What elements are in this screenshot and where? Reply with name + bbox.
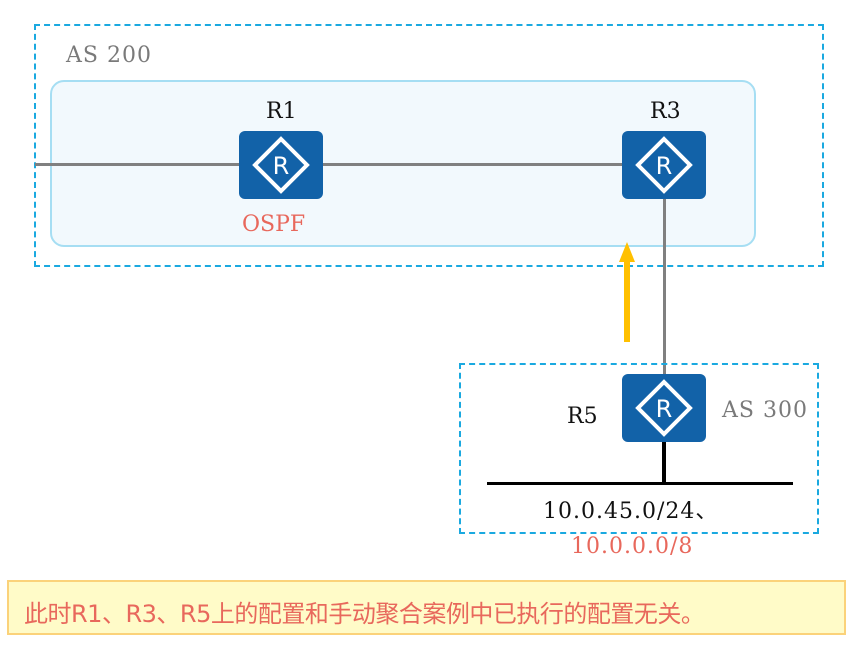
router-icon: R	[635, 136, 693, 194]
as200-label: AS 200	[66, 43, 152, 68]
r3-label: R3	[650, 99, 681, 124]
as200-boundary	[34, 24, 824, 267]
router-icon: R	[252, 136, 310, 194]
router-r5[interactable]: R	[622, 374, 706, 442]
router-icon: R	[635, 379, 693, 437]
svg-text:R: R	[273, 152, 290, 180]
router-r3[interactable]: R	[622, 131, 706, 199]
ospf-label: OSPF	[242, 212, 306, 237]
svg-text:R: R	[656, 395, 673, 423]
r1-label: R1	[266, 99, 297, 124]
svg-text:R: R	[656, 152, 673, 180]
link-r3-r5	[663, 199, 666, 377]
as300-label: AS 300	[722, 398, 808, 423]
lan-segment	[487, 482, 793, 485]
note-box: 此时R1、R3、R5上的配置和手动聚合案例中已执行的配置无关。	[7, 580, 846, 635]
note-text: 此时R1、R3、R5上的配置和手动聚合案例中已执行的配置无关。	[24, 600, 705, 628]
lan-network-label: 10.0.45.0/24、	[543, 499, 719, 524]
route-advertisement-arrow	[619, 242, 635, 342]
link-external-r1	[35, 163, 240, 166]
aggregate-network-label: 10.0.0.0/8	[571, 534, 694, 559]
r5-label: R5	[567, 404, 598, 429]
link-r5-lan	[662, 442, 666, 484]
router-r1[interactable]: R	[239, 131, 323, 199]
link-r1-r3	[322, 163, 624, 166]
as300-boundary	[459, 363, 819, 534]
